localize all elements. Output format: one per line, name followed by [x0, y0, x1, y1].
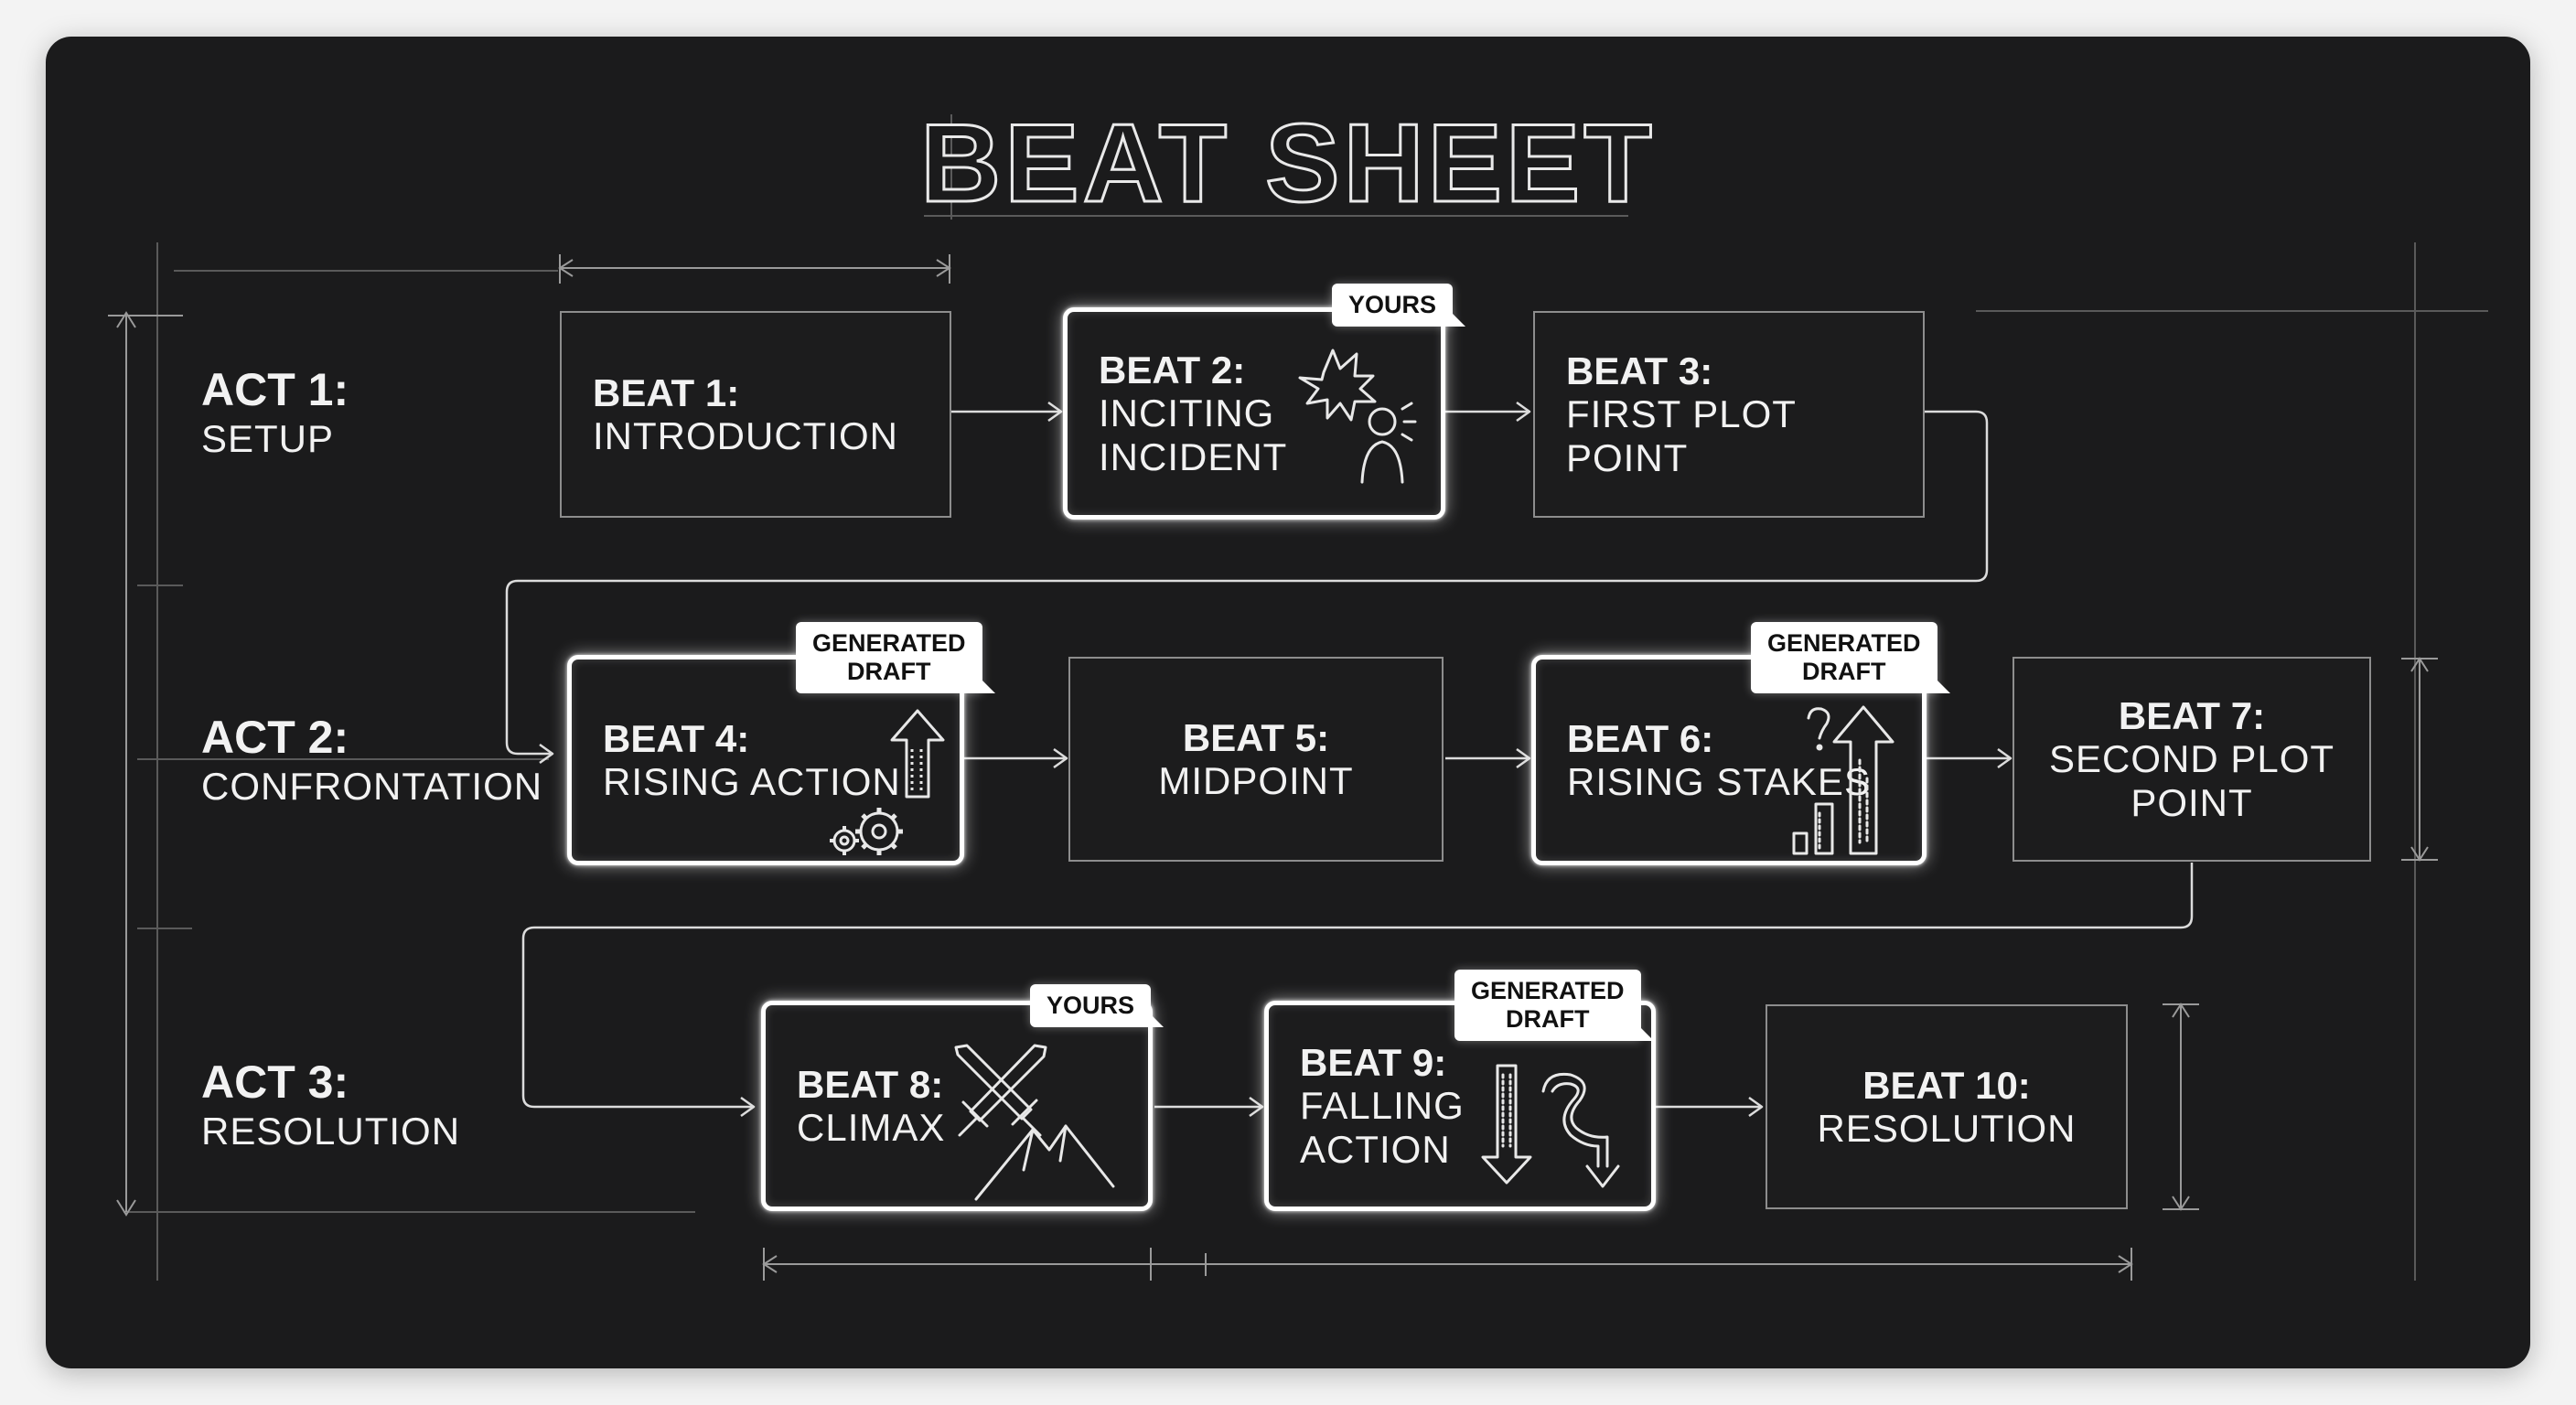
beat-number: BEAT 8: [797, 1062, 944, 1106]
act-number: ACT 2: [201, 712, 349, 763]
beat-title: INTRODUCTION [593, 414, 898, 457]
beat-number: BEAT 10: [1862, 1063, 2031, 1107]
beat-number: BEAT 6: [1567, 716, 1714, 760]
explosion-person-icon [1298, 349, 1417, 484]
beat-number: BEAT 9: [1300, 1041, 1447, 1085]
beat-card-10[interactable]: BEAT 10: RESOLUTION [1766, 1004, 2128, 1209]
beat-title: CLIMAX [797, 1106, 946, 1149]
beat-card-8[interactable]: BEAT 8: CLIMAX [761, 1001, 1153, 1211]
act-2-label: ACT 2: CONFRONTATION [201, 712, 542, 809]
status-tag-generated-draft: GENERATED DRAFT [1751, 622, 1949, 694]
beat-title: SECOND PLOT POINT [2048, 737, 2335, 824]
beat-title: RISING STAKES [1567, 760, 1871, 803]
beat-number: BEAT 1: [593, 370, 740, 414]
act-name: SETUP [201, 416, 335, 460]
act-number: ACT 3: [201, 1056, 349, 1108]
gears-arrow-up-icon [830, 709, 945, 855]
beat-card-2[interactable]: BEAT 2: INCITING INCIDENT [1063, 307, 1445, 520]
beat-card-5[interactable]: BEAT 5: MIDPOINT [1068, 657, 1444, 862]
beat-number: BEAT 3: [1566, 349, 1713, 393]
question-bars-arrow-icon [1792, 705, 1894, 855]
status-tag-generated-draft: GENERATED DRAFT [796, 622, 994, 694]
beat-card-1[interactable]: BEAT 1: INTRODUCTION [560, 311, 951, 518]
crossed-swords-mountain-icon [954, 1044, 1115, 1201]
act-name: CONFRONTATION [201, 764, 543, 808]
beat-number: BEAT 4: [603, 716, 750, 760]
page-title: BEAT SHEET [919, 100, 1656, 227]
beat-title: INCITING INCIDENT [1099, 391, 1288, 478]
act-name: RESOLUTION [201, 1109, 461, 1153]
beat-title: RISING ACTION [603, 760, 901, 803]
beat-title: FALLING ACTION [1300, 1084, 1465, 1171]
beat-title: RESOLUTION [1817, 1107, 2077, 1150]
beat-number: BEAT 5: [1182, 715, 1330, 759]
beat-title: MIDPOINT [1158, 759, 1354, 802]
beat-card-3[interactable]: BEAT 3: FIRST PLOT POINT [1533, 311, 1925, 518]
arrows-down-curve-icon [1481, 1064, 1620, 1188]
beat-number: BEAT 7: [2118, 694, 2266, 738]
status-tag-generated-draft: GENERATED DRAFT [1454, 970, 1653, 1042]
act-1-label: ACT 1: SETUP [201, 364, 349, 461]
status-tag-yours: YOURS [1332, 284, 1466, 327]
beat-number: BEAT 2: [1099, 349, 1246, 392]
beat-card-7[interactable]: BEAT 7: SECOND PLOT POINT [2012, 657, 2371, 862]
beat-title: FIRST PLOT POINT [1566, 392, 1797, 479]
act-3-label: ACT 3: RESOLUTION [201, 1056, 460, 1153]
act-number: ACT 1: [201, 364, 349, 415]
status-tag-yours: YOURS [1030, 984, 1165, 1028]
